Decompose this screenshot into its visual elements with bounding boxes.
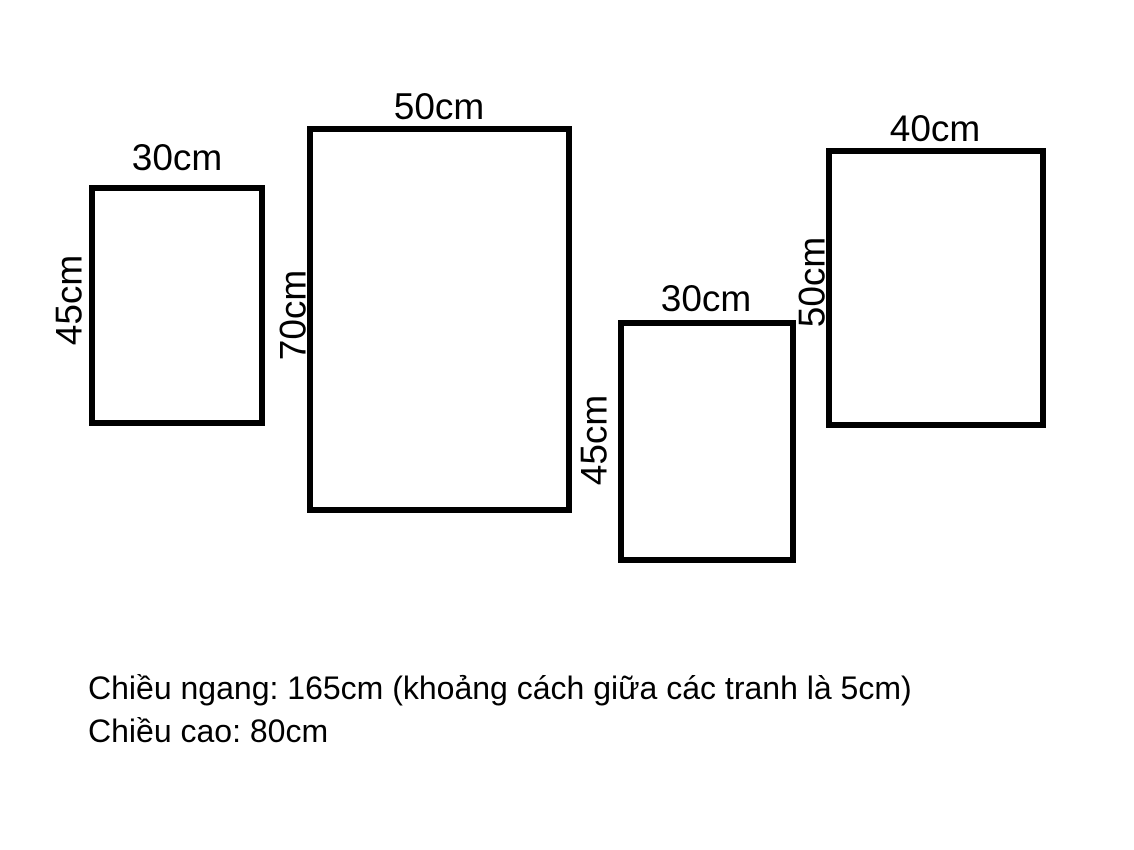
total-height-note: Chiều cao: 80cm xyxy=(88,713,329,749)
frame-3-width-label: 30cm xyxy=(660,278,752,319)
frame-2-width-label: 50cm xyxy=(393,86,485,127)
total-width-note: Chiều ngang: 165cm (khoảng cách giữa các… xyxy=(88,670,912,706)
frame-1 xyxy=(89,185,265,426)
frame-3-height-label: 45cm xyxy=(573,394,615,486)
frame-4-width-label: 40cm xyxy=(889,108,981,149)
frame-4 xyxy=(826,148,1046,428)
frame-3 xyxy=(618,320,796,563)
frame-4-height-label: 50cm xyxy=(791,236,833,328)
frame-2 xyxy=(307,126,572,513)
frame-2-height-label: 70cm xyxy=(272,269,314,361)
frame-1-height-label: 45cm xyxy=(48,254,90,346)
frame-1-width-label: 30cm xyxy=(131,137,223,178)
